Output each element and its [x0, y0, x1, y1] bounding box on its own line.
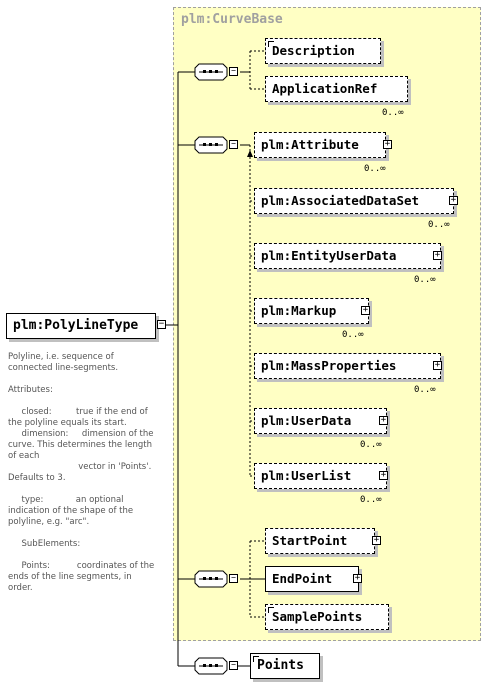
cardinality-label: 0..∞ — [382, 108, 404, 118]
cardinality-label: 0..∞ — [360, 495, 382, 505]
element-points[interactable]: Points — [250, 653, 320, 679]
documentation-icon — [268, 41, 274, 47]
element-plm-markup[interactable]: plm:Markup — [254, 298, 369, 324]
element-application-ref[interactable]: ApplicationRef — [265, 76, 408, 102]
expand-toggle-start-point[interactable]: + — [372, 535, 381, 545]
element-plm-user-list[interactable]: plm:UserList — [254, 463, 387, 489]
element-plm-user-data[interactable]: plm:UserData — [254, 408, 387, 434]
expand-toggle-markup[interactable]: + — [361, 305, 370, 315]
documentation-text: Polyline, i.e. sequence of connected lin… — [8, 352, 155, 593]
expand-toggle-user-list[interactable]: + — [379, 470, 388, 480]
expand-toggle-mass-properties[interactable]: + — [433, 360, 442, 370]
cardinality-label: 0..∞ — [342, 330, 364, 340]
cardinality-label: 0..∞ — [428, 220, 450, 230]
root-element-label: plm:PolyLineType — [13, 318, 139, 333]
collapse-toggle-seq1[interactable]: − — [229, 67, 238, 76]
element-plm-attribute[interactable]: plm:Attribute — [254, 132, 386, 158]
sequence-compositor-4 — [194, 657, 228, 675]
expand-toggle-associated-data-set[interactable]: + — [449, 195, 458, 205]
element-start-point[interactable]: StartPoint — [265, 528, 375, 554]
cardinality-label: 0..∞ — [414, 385, 436, 395]
expand-toggle-attribute[interactable]: + — [383, 139, 392, 149]
expand-toggle-end-point[interactable]: + — [353, 573, 362, 583]
collapse-toggle-seq4[interactable]: − — [229, 661, 238, 670]
curve-base-title: plm:CurveBase — [181, 12, 283, 27]
sequence-compositor-3 — [194, 570, 228, 588]
cardinality-label: 0..∞ — [360, 440, 382, 450]
expand-toggle-entity-user-data[interactable]: + — [433, 250, 442, 260]
root-element-polyline-type[interactable]: plm:PolyLineType — [6, 313, 156, 339]
element-plm-mass-properties[interactable]: plm:MassProperties — [254, 353, 441, 379]
documentation-icon — [253, 656, 259, 662]
sequence-compositor-1 — [194, 63, 228, 81]
element-plm-associated-data-set[interactable]: plm:AssociatedDataSet — [254, 188, 454, 214]
collapse-toggle-seq2[interactable]: − — [229, 140, 238, 149]
cardinality-label: 0..∞ — [364, 164, 386, 174]
sequence-compositor-2 — [194, 136, 228, 154]
documentation-icon — [268, 607, 274, 613]
expand-toggle-user-data[interactable]: + — [379, 415, 388, 425]
element-plm-entity-user-data[interactable]: plm:EntityUserData — [254, 243, 441, 269]
element-sample-points[interactable]: SamplePoints — [265, 604, 389, 630]
cardinality-label: 0..∞ — [414, 275, 436, 285]
element-end-point[interactable]: EndPoint — [265, 566, 359, 592]
element-description[interactable]: Description — [265, 38, 381, 64]
root-collapse-toggle[interactable]: − — [157, 319, 166, 329]
collapse-toggle-seq3[interactable]: − — [229, 574, 238, 583]
